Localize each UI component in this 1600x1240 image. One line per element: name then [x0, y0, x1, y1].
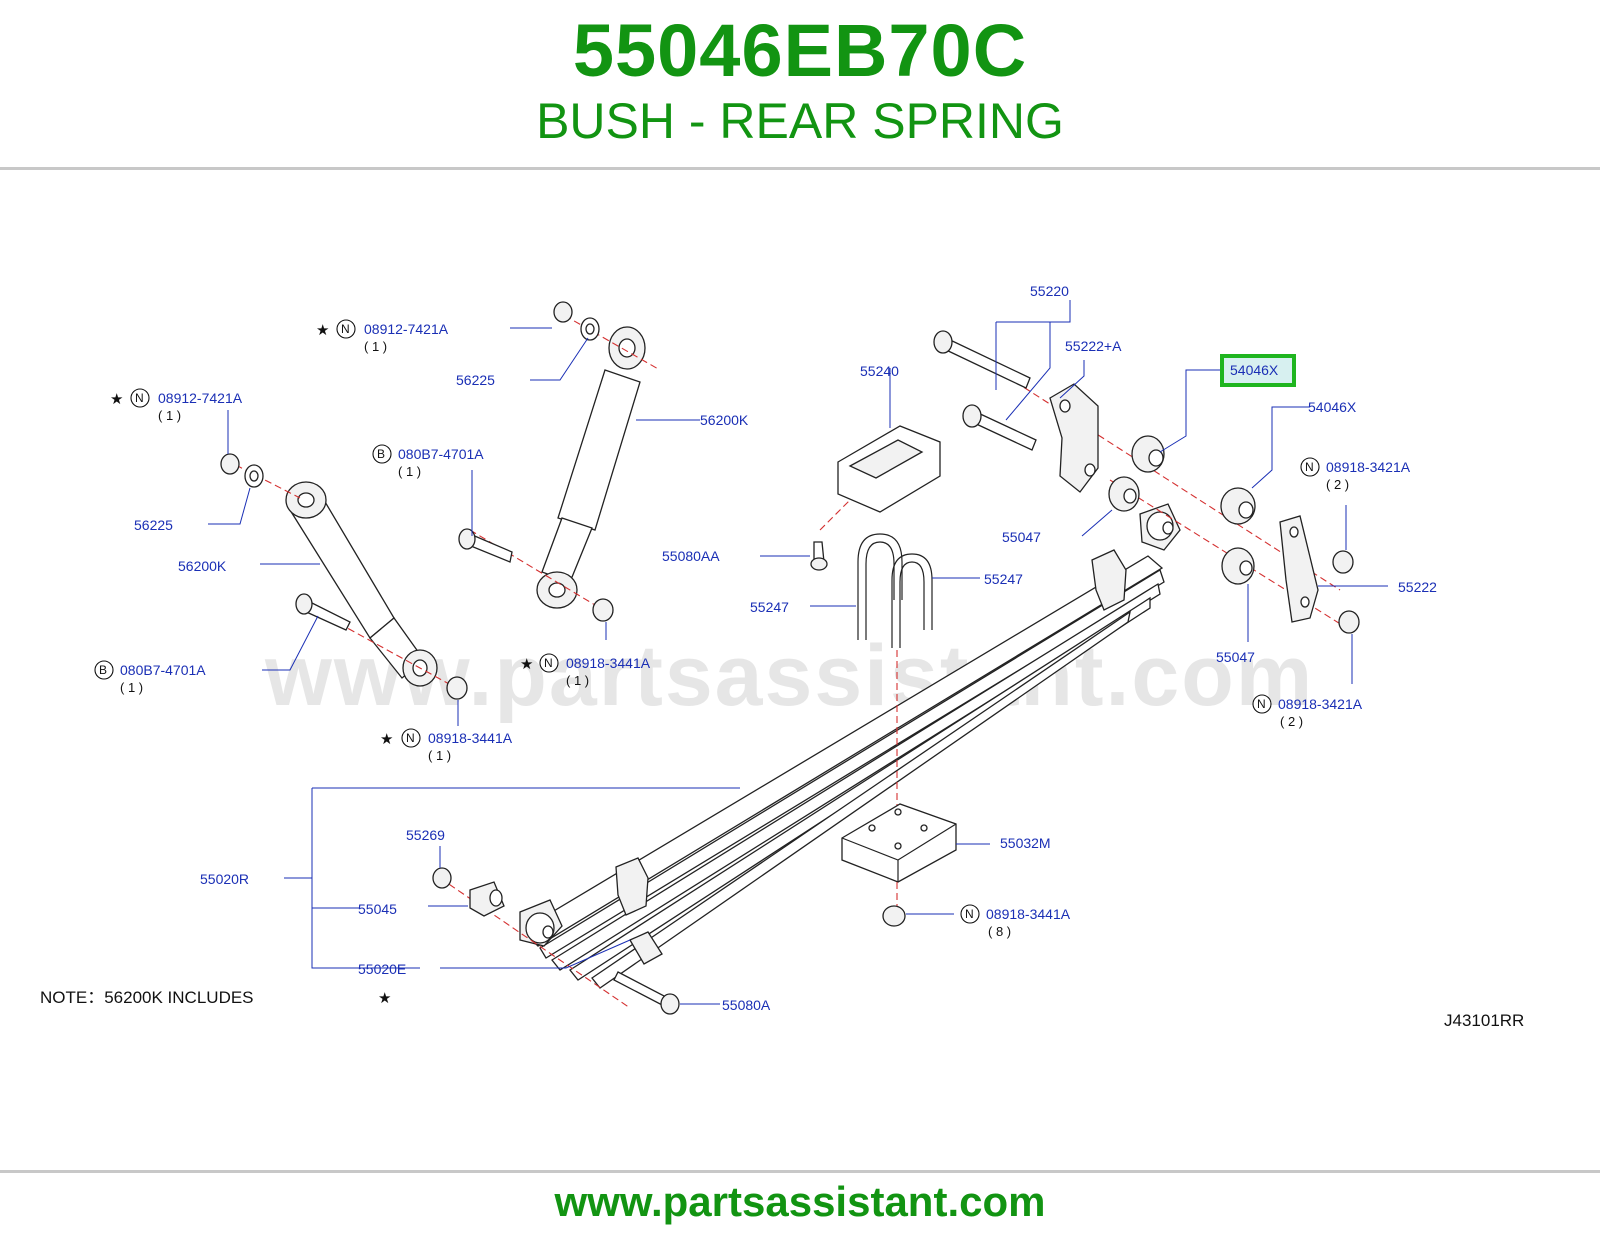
- callout-080b7-4701a-top[interactable]: 080B7-4701A: [398, 446, 484, 462]
- n-marker-letter: N: [965, 907, 974, 921]
- watermark-text: www.partsassistant.com: [264, 628, 1314, 724]
- callout-55240[interactable]: 55240: [860, 363, 899, 379]
- callout-55247-left[interactable]: 55247: [750, 599, 789, 615]
- part-number-title: 55046EB70C: [572, 9, 1028, 92]
- n-marker-letter: N: [1257, 697, 1266, 711]
- n-marker: [336, 319, 356, 339]
- shock-absorber-upper-drawing: [536, 326, 646, 609]
- n-marker: [130, 388, 150, 408]
- callout-55020e[interactable]: 55020E: [358, 961, 406, 977]
- callout-08918-3421a-bottom[interactable]: 08918-3421A: [1278, 696, 1363, 712]
- callout-55020r[interactable]: 55020R: [200, 871, 249, 887]
- spring-plate-drawing: [841, 803, 957, 927]
- star-marker: ★: [520, 655, 533, 673]
- callout-08918-3421a-top[interactable]: 08918-3421A: [1326, 459, 1411, 475]
- note-star-marker: ★: [378, 989, 391, 1007]
- n-marker: [401, 728, 421, 748]
- callout-54046x-highlighted[interactable]: 54046X: [1230, 362, 1279, 378]
- star-marker: ★: [316, 321, 329, 339]
- diagram-code: J43101RR: [1444, 1011, 1524, 1030]
- qty-08918-3441a-mid: ( 1 ): [566, 673, 589, 688]
- callout-55222-a[interactable]: 55222+A: [1065, 338, 1122, 354]
- b-marker-letter: B: [377, 447, 385, 461]
- callout-55080a[interactable]: 55080A: [722, 997, 771, 1013]
- shock-left-hardware: [220, 453, 468, 700]
- callout-08918-3441a-bottom[interactable]: 08918-3441A: [986, 906, 1071, 922]
- parts-diagram: www.partsassistant.com: [40, 283, 1524, 1030]
- qty-08918-3421a-bottom: ( 2 ): [1280, 714, 1303, 729]
- callout-56200k-top[interactable]: 56200K: [700, 412, 749, 428]
- shackle-area-drawing: [933, 330, 1360, 634]
- n-marker-letter: N: [406, 731, 415, 745]
- footer-divider: [0, 1170, 1600, 1173]
- callout-08918-3441a-mid[interactable]: 08918-3441A: [566, 655, 651, 671]
- qty-080b7-4701a-left: ( 1 ): [120, 680, 143, 695]
- n-marker-letter: N: [341, 322, 350, 336]
- leader-lines: [208, 300, 1388, 1005]
- qty-08912-7421a-top: ( 1 ): [364, 339, 387, 354]
- qty-08918-3441a-bottom: ( 8 ): [988, 924, 1011, 939]
- spring-seat-drawing: [810, 425, 941, 571]
- callout-08912-7421a-top[interactable]: 08912-7421A: [364, 321, 449, 337]
- star-marker: ★: [380, 730, 393, 748]
- n-marker: [539, 653, 559, 673]
- callout-55222[interactable]: 55222: [1398, 579, 1437, 595]
- callout-55080aa[interactable]: 55080AA: [662, 548, 720, 564]
- footer-website-link[interactable]: www.partsassistant.com: [554, 1178, 1046, 1225]
- callout-56225-left[interactable]: 56225: [134, 517, 173, 533]
- n-marker: [1300, 457, 1320, 477]
- front-eye-hardware: [432, 867, 680, 1015]
- callout-080b7-4701a-left[interactable]: 080B7-4701A: [120, 662, 206, 678]
- n-marker-letter: N: [1305, 460, 1314, 474]
- callout-55269[interactable]: 55269: [406, 827, 445, 843]
- u-bolts-drawing: [857, 533, 933, 860]
- callout-55032m[interactable]: 55032M: [1000, 835, 1051, 851]
- n-marker-letter: N: [135, 391, 144, 405]
- qty-08912-7421a-left: ( 1 ): [158, 408, 181, 423]
- page-header: 55046EB70C BUSH - REAR SPRING: [0, 0, 1600, 168]
- qty-080b7-4701a-top: ( 1 ): [398, 464, 421, 479]
- callout-54046x[interactable]: 54046X: [1308, 399, 1357, 415]
- includes-note: NOTE：56200K INCLUDES: [40, 988, 254, 1007]
- part-callouts: 55220 55222+A 54046X 54046X N 08918-3421…: [94, 283, 1437, 1013]
- b-marker: [94, 660, 114, 680]
- b-marker-letter: B: [99, 663, 107, 677]
- shock-upper-hardware: [458, 301, 661, 622]
- qty-08918-3421a-top: ( 2 ): [1326, 477, 1349, 492]
- n-marker: [1252, 694, 1272, 714]
- callout-56225-top[interactable]: 56225: [456, 372, 495, 388]
- b-marker: [372, 444, 392, 464]
- callout-55047-upper[interactable]: 55047: [1002, 529, 1041, 545]
- callout-55220[interactable]: 55220: [1030, 283, 1069, 299]
- callout-55247-right[interactable]: 55247: [984, 571, 1023, 587]
- n-marker-letter: N: [544, 656, 553, 670]
- qty-08918-3441a-left: ( 1 ): [428, 748, 451, 763]
- part-description: BUSH - REAR SPRING: [536, 93, 1064, 149]
- callout-08912-7421a-left[interactable]: 08912-7421A: [158, 390, 243, 406]
- callout-55047-lower[interactable]: 55047: [1216, 649, 1255, 665]
- callout-56200k-left[interactable]: 56200K: [178, 558, 227, 574]
- n-marker: [960, 904, 980, 924]
- callout-08918-3441a-left[interactable]: 08918-3441A: [428, 730, 513, 746]
- leaf-spring-drawing: [519, 503, 1181, 989]
- callout-55045[interactable]: 55045: [358, 901, 397, 917]
- header-divider: [0, 167, 1600, 170]
- star-marker: ★: [110, 390, 123, 408]
- highlight-box: [1220, 354, 1296, 387]
